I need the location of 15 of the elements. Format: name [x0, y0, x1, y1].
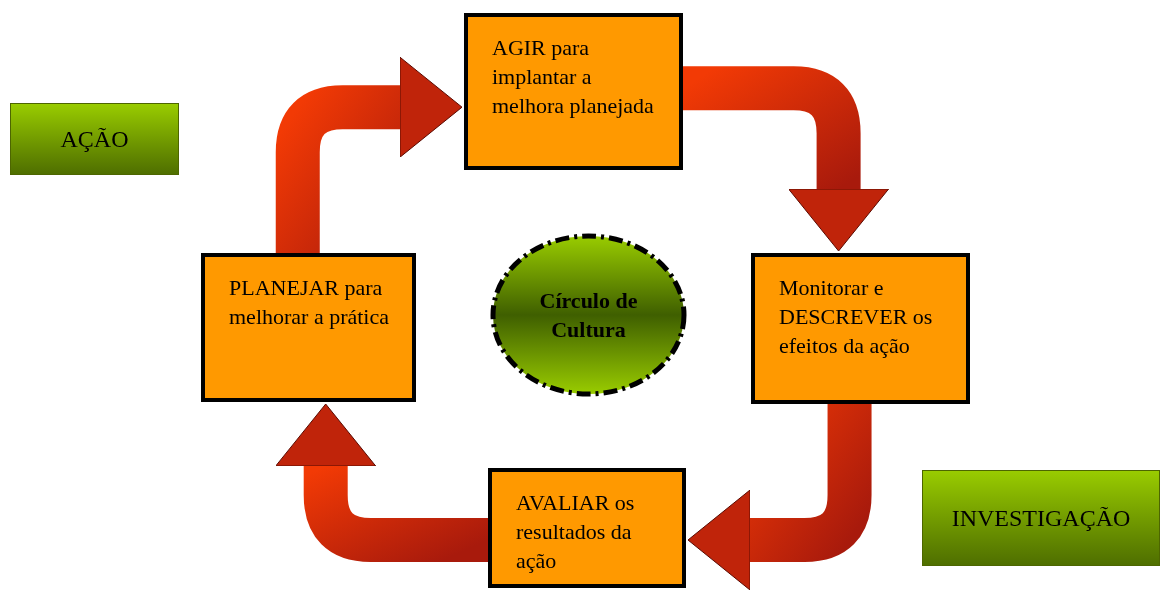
step-text: AVALIAR os resultados da ação	[516, 489, 636, 575]
center-ellipse	[490, 233, 687, 397]
label-box	[922, 470, 1160, 566]
step-box	[488, 468, 686, 588]
step-box	[464, 13, 683, 170]
step-text: Monitorar e DESCREVER os efeitos da ação	[779, 274, 934, 360]
label-text: AÇÃO	[60, 125, 129, 154]
step-text: AGIR para implantar a melhora planejada	[492, 34, 655, 120]
label-box	[10, 103, 179, 175]
step-text: PLANEJAR para melhorar a prática	[229, 274, 390, 331]
label-text: INVESTIGAÇÃO	[951, 504, 1131, 533]
step-box	[201, 253, 416, 402]
center-text: Círculo de Cultura	[538, 287, 639, 344]
curved-block-arrow	[687, 404, 872, 590]
step-box	[751, 253, 970, 404]
